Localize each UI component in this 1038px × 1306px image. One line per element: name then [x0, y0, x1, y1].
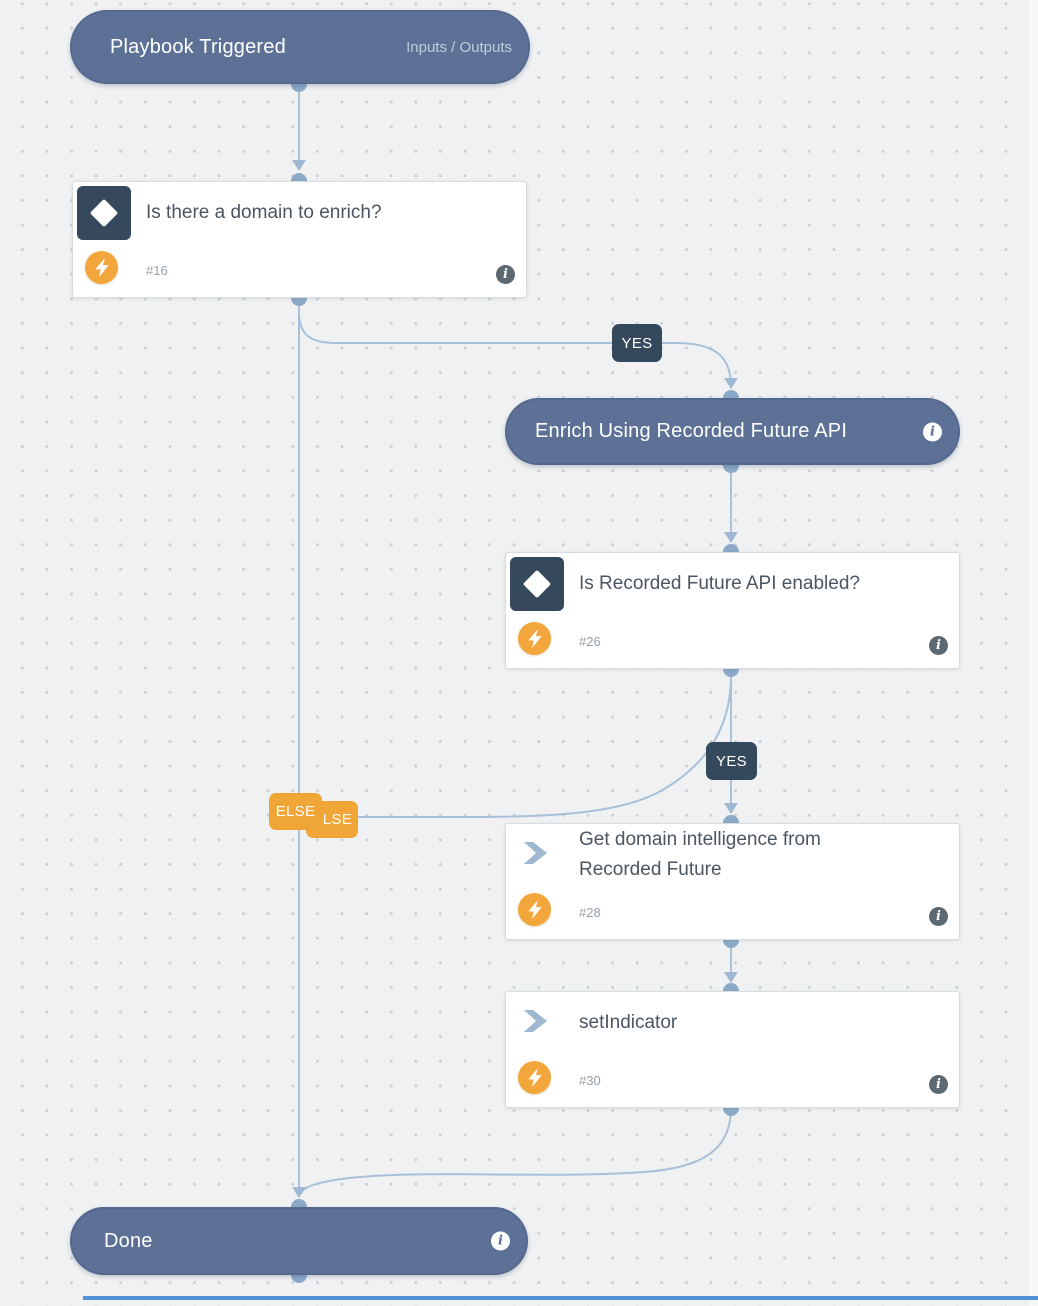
condition-icon: [77, 186, 131, 240]
edge-label-else-domain: ELSE: [269, 793, 322, 830]
task-id: #16: [146, 263, 168, 278]
automation-bolt-icon: [518, 622, 551, 655]
info-icon[interactable]: i: [929, 907, 948, 926]
automation-bolt-icon: [518, 1061, 551, 1094]
condition-icon: [510, 557, 564, 611]
edge-set-indicator-to-done: [299, 1107, 732, 1194]
info-icon[interactable]: i: [923, 422, 942, 441]
diamond-icon: [89, 198, 119, 228]
node-title: Playbook Triggered: [110, 35, 286, 58]
automation-bolt-icon: [518, 893, 551, 926]
edge-cond-domain-yes-to-enrich: [298, 311, 732, 387]
task-id: #26: [579, 634, 601, 649]
node-playbook-triggered[interactable]: Playbook Triggered Inputs / Outputs: [70, 10, 530, 84]
edge-label-yes-domain: YES: [612, 324, 662, 362]
node-title: Is Recorded Future API enabled?: [579, 573, 860, 594]
edge-label-yes-api: YES: [706, 742, 757, 780]
node-condition-domain[interactable]: Is there a domain to enrich? #16 i: [72, 181, 527, 298]
node-title: setIndicator: [579, 1012, 678, 1033]
node-get-domain-intelligence[interactable]: Get domain intelligence from Recorded Fu…: [505, 823, 960, 940]
node-title: Done: [104, 1229, 153, 1252]
node-title: Enrich Using Recorded Future API: [535, 420, 848, 442]
node-title: Get domain intelligence from Recorded Fu…: [579, 829, 821, 880]
info-icon[interactable]: i: [491, 1231, 510, 1251]
diamond-icon: [522, 569, 552, 599]
scrollbar-track: [1029, 0, 1038, 1306]
node-condition-api-enabled[interactable]: Is Recorded Future API enabled? #26 i: [505, 552, 960, 669]
automation-bolt-icon: [85, 251, 118, 284]
arrowheads: [292, 160, 738, 1198]
node-title: Is there a domain to enrich?: [146, 202, 382, 223]
task-id: #28: [579, 905, 601, 920]
info-icon[interactable]: i: [929, 1075, 948, 1094]
inputs-outputs-link[interactable]: Inputs / Outputs: [406, 38, 512, 56]
task-arrow-icon: [523, 1009, 549, 1033]
info-icon[interactable]: i: [929, 636, 948, 655]
info-icon[interactable]: i: [496, 265, 515, 284]
task-arrow-icon: [523, 841, 549, 865]
node-set-indicator[interactable]: setIndicator #30 i: [505, 991, 960, 1108]
node-enrich-using-recorded-future-api[interactable]: Enrich Using Recorded Future API i: [505, 398, 960, 465]
node-done[interactable]: Done i: [70, 1207, 528, 1275]
task-id: #30: [579, 1073, 601, 1088]
canvas-bottom-divider: [83, 1296, 1038, 1300]
edge-cond-api-else-to-main: [301, 675, 732, 818]
